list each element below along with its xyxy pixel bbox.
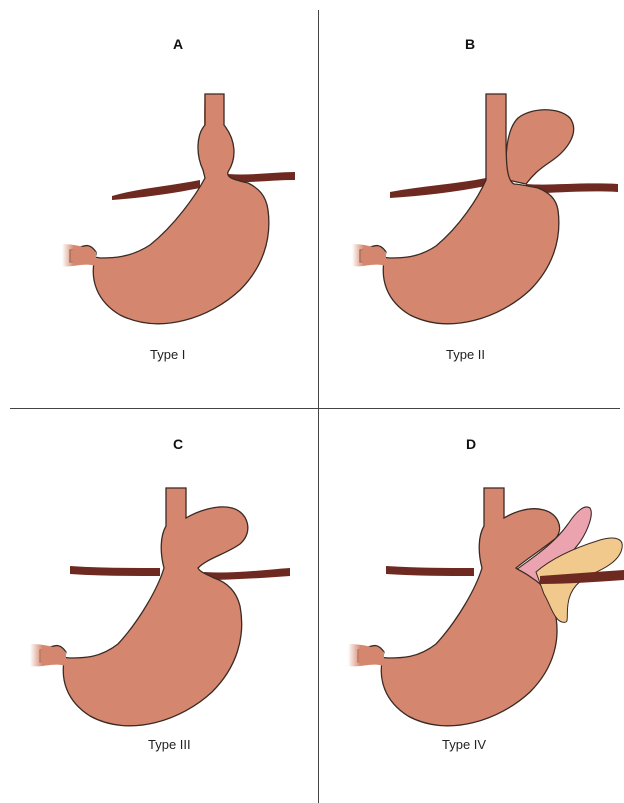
panel-caption: Type III (148, 737, 191, 752)
panel-caption: Type II (446, 347, 485, 362)
diaphragm-right (204, 568, 290, 580)
panel-a: A Type I (0, 0, 318, 408)
panel-d: D Type IV (318, 408, 624, 803)
stomach (70, 94, 269, 324)
diaphragm-left (70, 566, 160, 576)
stomach (358, 488, 560, 726)
diaphragm-left (386, 566, 474, 576)
hernia-sac (506, 110, 573, 184)
diaphragm-left (112, 180, 200, 200)
panel-caption: Type IV (442, 737, 486, 752)
panel-caption: Type I (150, 347, 185, 362)
stomach (40, 488, 248, 726)
panel-c: C Type III (0, 408, 318, 803)
panel-b: B Type II (318, 0, 624, 408)
diaphragm-left (390, 178, 486, 198)
